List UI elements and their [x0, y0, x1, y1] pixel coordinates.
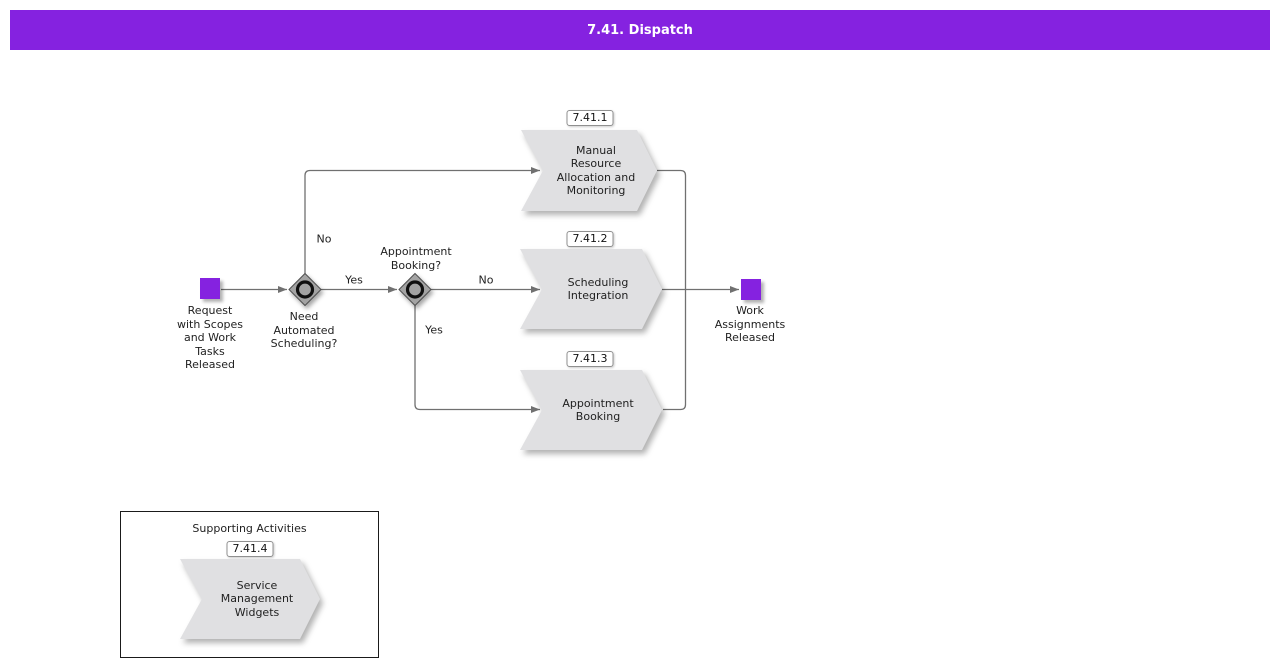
- end-event-label: Work Assignments Released: [714, 304, 786, 344]
- page-title: 7.41. Dispatch: [587, 22, 693, 38]
- decision-gateway2-label: Appointment Booking?: [380, 245, 452, 272]
- decision-gateway1-label: Need Automated Scheduling?: [270, 310, 338, 350]
- edge-label-no-1: No: [316, 232, 332, 246]
- task-manual-resource-allocation[interactable]: Manual Resource Allocation and Monitorin…: [521, 130, 657, 211]
- edge-label-yes-1: Yes: [345, 273, 363, 287]
- supporting-activities-title: Supporting Activities: [192, 522, 307, 535]
- decision-gateway1-icon: [288, 272, 322, 307]
- start-event-label: Request with Scopes and Work Tasks Relea…: [176, 304, 244, 371]
- task-appointment-booking[interactable]: Appointment Booking: [520, 370, 662, 450]
- edge-label-no-2: No: [478, 273, 494, 287]
- decision-gateway2-icon: [398, 272, 432, 307]
- task2-id-badge: 7.41.2: [566, 231, 614, 247]
- task3-label: Appointment Booking: [520, 370, 662, 450]
- task2-label: Scheduling Integration: [520, 249, 662, 329]
- diagram-title-bar: 7.41. Dispatch: [10, 10, 1270, 50]
- supporting-activities-box: Supporting Activities: [120, 511, 379, 658]
- start-event-node: [200, 278, 220, 299]
- edge-gateway1-no-to-task1: [304, 167, 540, 274]
- edge-label-yes-2: Yes: [425, 323, 443, 337]
- task3-id-badge: 7.41.3: [566, 351, 614, 367]
- task1-label: Manual Resource Allocation and Monitorin…: [521, 130, 657, 211]
- task-scheduling-integration[interactable]: Scheduling Integration: [520, 249, 662, 329]
- task4-id-badge: 7.41.4: [226, 541, 274, 557]
- task-service-management-widgets[interactable]: Service Management Widgets: [180, 559, 320, 639]
- end-event-node: [741, 279, 761, 300]
- task4-label: Service Management Widgets: [180, 559, 320, 639]
- task1-id-badge: 7.41.1: [566, 110, 614, 126]
- edge-gateway2-yes-to-task3: [414, 305, 540, 413]
